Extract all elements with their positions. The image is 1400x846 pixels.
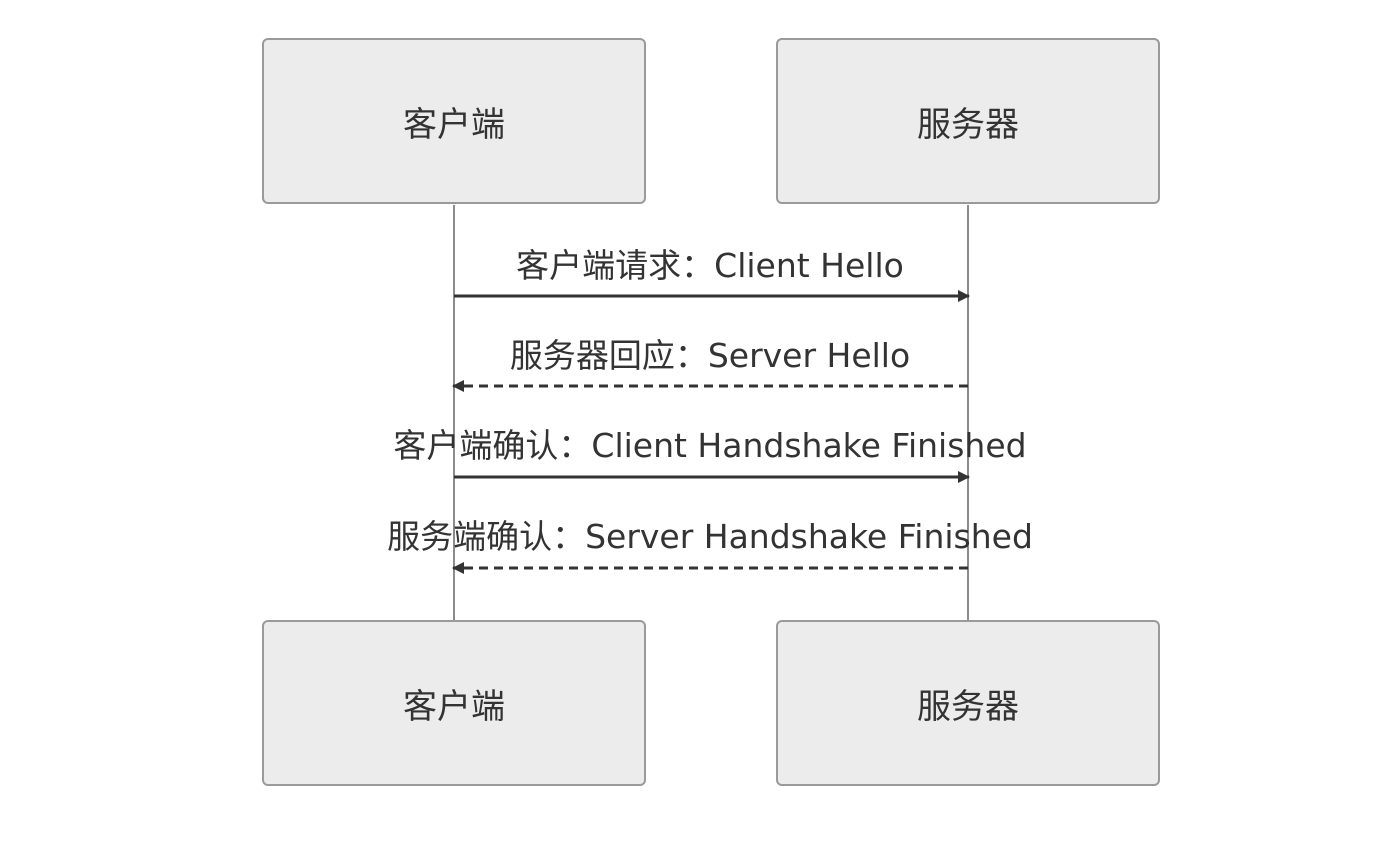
message-label-3: 客户端确认：Client Handshake Finished <box>393 426 1027 465</box>
message-label-4: 服务端确认：Server Handshake Finished <box>387 517 1033 556</box>
server-actor-label: 服务器 <box>917 686 1019 727</box>
message-label-1: 客户端请求：Client Hello <box>516 246 904 285</box>
message-label-2: 服务器回应：Server Hello <box>509 336 911 375</box>
client-actor-label: 客户端 <box>403 104 505 145</box>
client-actor-bottom: 客户端 <box>262 620 646 786</box>
server-actor-bottom: 服务器 <box>776 620 1160 786</box>
server-actor-label: 服务器 <box>917 104 1019 145</box>
server-actor-top: 服务器 <box>776 38 1160 204</box>
client-actor-top: 客户端 <box>262 38 646 204</box>
client-actor-label: 客户端 <box>403 686 505 727</box>
